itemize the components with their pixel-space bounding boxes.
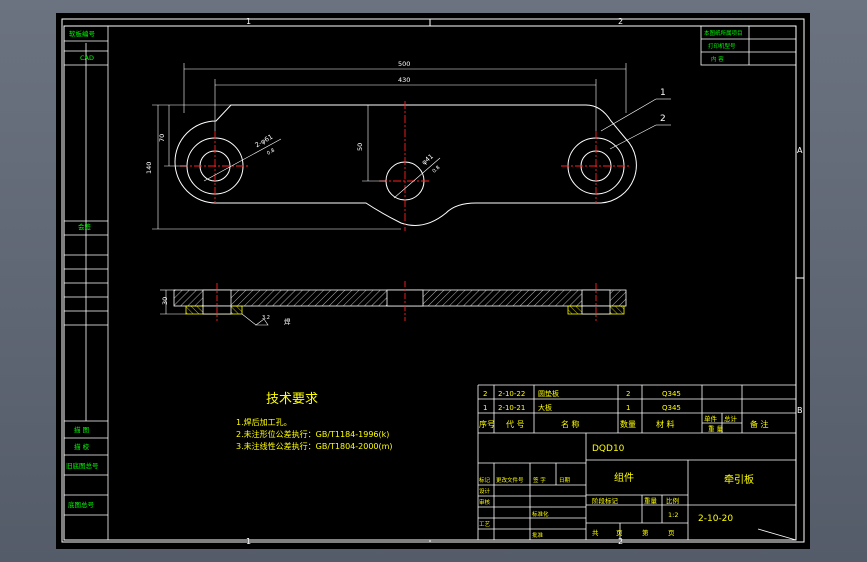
zone-bottom-2: 2 bbox=[618, 537, 623, 546]
dim-center-offset: 50 bbox=[356, 143, 364, 151]
header-single: 单件 bbox=[704, 414, 718, 423]
zone-labels: 1 2 1 2 A B bbox=[246, 17, 803, 546]
title-block-texts: DQD10 组件 牵引板 2-10-20 阶段标记 重量 比例 1:2 标记 更… bbox=[479, 444, 754, 539]
title-block-grid bbox=[478, 433, 797, 541]
title-scale-label: 比例 bbox=[666, 496, 679, 505]
header-material: 材 料 bbox=[656, 419, 675, 429]
title-drawing-no: 2-10-20 bbox=[698, 514, 733, 524]
drawing-canvas: 1 2 1 2 A B 软板编号 CAD 会签 描 图 描 校 旧底图总号 bbox=[56, 13, 810, 549]
top-right-labels: 本图纸所属项目 打印机型号 内 容 bbox=[704, 29, 743, 63]
title-scale: 1:2 bbox=[668, 511, 678, 519]
left-label-top1: 软板编号 bbox=[69, 29, 96, 38]
rev-header-date: 日期 bbox=[559, 477, 571, 484]
role-process: 工艺 bbox=[479, 521, 491, 528]
top-right-r1: 本图纸所属项目 bbox=[704, 29, 743, 37]
parts-list-rows: 2 2-10-22 圆垫板 2 Q345 1 2-10-21 大板 1 Q345… bbox=[479, 389, 769, 433]
top-right-r3: 内 容 bbox=[711, 55, 724, 63]
parts-list-grid bbox=[477, 384, 796, 540]
rev-header-doc: 更改文件号 bbox=[496, 476, 524, 484]
sheet-num-page: 页 bbox=[668, 529, 675, 537]
dim-thickness: 30 bbox=[161, 297, 169, 305]
parts-row-material: Q345 bbox=[662, 390, 681, 398]
title-assembly: 组件 bbox=[614, 471, 634, 484]
title-stage-label: 阶段标记 bbox=[592, 496, 619, 505]
tech-item-1: 1.焊后加工孔。 bbox=[236, 417, 292, 427]
role-standard: 标准化 bbox=[532, 510, 549, 518]
title-weight-label: 重量 bbox=[644, 497, 658, 505]
header-total: 总计 bbox=[724, 414, 738, 423]
rev-header-mark: 标记 bbox=[479, 476, 491, 484]
sheet-num-label: 第 bbox=[642, 528, 649, 537]
parts-row: 1 2-10-21 大板 1 Q345 bbox=[483, 403, 681, 412]
zone-top-1: 1 bbox=[246, 17, 251, 26]
zone-top-2: 2 bbox=[618, 17, 623, 26]
header-qty: 数量 bbox=[620, 419, 636, 429]
zone-right-a: A bbox=[797, 146, 803, 155]
parts-list-header: 序号 代 号 名 称 数量 材 料 单件 总计 重 量 备 注 bbox=[479, 414, 769, 433]
header-weight: 重 量 bbox=[708, 425, 724, 433]
parts-row-qty: 1 bbox=[626, 404, 630, 412]
section-texts: 30 3.2 焊 bbox=[161, 297, 291, 326]
balloon-2: 2 bbox=[660, 114, 666, 124]
dim-center-tol: 0.8 bbox=[431, 165, 441, 175]
role-design: 设计 bbox=[479, 487, 491, 495]
title-project: DQD10 bbox=[592, 444, 625, 454]
title-part-name: 牵引板 bbox=[724, 473, 754, 486]
left-label-b1: 描 图 bbox=[74, 425, 89, 434]
role-approve: 批准 bbox=[532, 531, 544, 539]
section-weld-symbol: 焊 bbox=[284, 317, 291, 326]
dim-left-hole: 2-φ61 bbox=[254, 133, 274, 149]
dim-upper-offset: 70 bbox=[158, 134, 166, 142]
zone-right-b: B bbox=[797, 406, 803, 415]
section-roughness: 3.2 bbox=[262, 315, 270, 321]
technical-requirements: 技术要求 1.焊后加工孔。 2.未注形位公差执行：GB/T1184-1996(k… bbox=[236, 392, 393, 451]
role-review: 审核 bbox=[479, 498, 491, 506]
parts-row: 2 2-10-22 圆垫板 2 Q345 bbox=[483, 389, 681, 398]
sheet-total-page: 页 bbox=[616, 529, 623, 537]
parts-row-name: 大板 bbox=[538, 403, 552, 412]
dim-overall-length: 500 bbox=[398, 60, 410, 68]
header-name: 名 称 bbox=[561, 419, 580, 429]
left-label-mid: 会签 bbox=[78, 222, 92, 231]
header-code: 代 号 bbox=[506, 419, 525, 429]
section-view bbox=[173, 289, 627, 315]
header-seq: 序号 bbox=[479, 419, 495, 429]
section-dimension bbox=[160, 289, 269, 326]
section-center-lines bbox=[216, 281, 597, 321]
parts-row-seq: 2 bbox=[483, 390, 487, 398]
balloon-1: 1 bbox=[660, 88, 666, 98]
top-right-r2: 打印机型号 bbox=[708, 42, 736, 50]
left-label-b3: 旧底图总号 bbox=[66, 461, 99, 470]
left-label-b2: 描 校 bbox=[74, 442, 90, 451]
header-remark: 备 注 bbox=[750, 419, 769, 429]
plate-holes bbox=[186, 137, 625, 201]
parts-row-qty: 2 bbox=[626, 390, 630, 398]
left-side-column bbox=[63, 26, 109, 540]
parts-row-code: 2-10-21 bbox=[498, 404, 525, 412]
left-label-top2: CAD bbox=[80, 54, 94, 62]
rev-header-sign: 签 字 bbox=[533, 476, 546, 484]
plate-top-view bbox=[174, 104, 637, 226]
center-lines bbox=[180, 101, 631, 231]
tech-item-2: 2.未注形位公差执行：GB/T1184-1996(k) bbox=[236, 429, 389, 439]
parts-row-code: 2-10-22 bbox=[498, 390, 525, 398]
parts-row-seq: 1 bbox=[483, 404, 487, 412]
left-label-b4: 底图总号 bbox=[68, 500, 95, 509]
parts-row-name: 圆垫板 bbox=[538, 389, 559, 398]
dimension-lines bbox=[152, 63, 671, 230]
sheet-total-label: 共 bbox=[592, 528, 599, 537]
left-column-labels: 软板编号 CAD 会签 描 图 描 校 旧底图总号 底图总号 bbox=[66, 29, 99, 509]
tech-item-3: 3.未注线性公差执行：GB/T1804-2000(m) bbox=[236, 441, 393, 451]
tech-title: 技术要求 bbox=[266, 392, 318, 407]
drawing-frame bbox=[61, 18, 805, 543]
parts-row-material: Q345 bbox=[662, 404, 681, 412]
top-right-box bbox=[700, 25, 797, 66]
dim-height: 140 bbox=[145, 162, 153, 174]
dim-left-tol: 0.8 bbox=[266, 148, 276, 157]
dim-hole-spacing: 430 bbox=[398, 76, 410, 84]
zone-bottom-1: 1 bbox=[246, 537, 251, 546]
